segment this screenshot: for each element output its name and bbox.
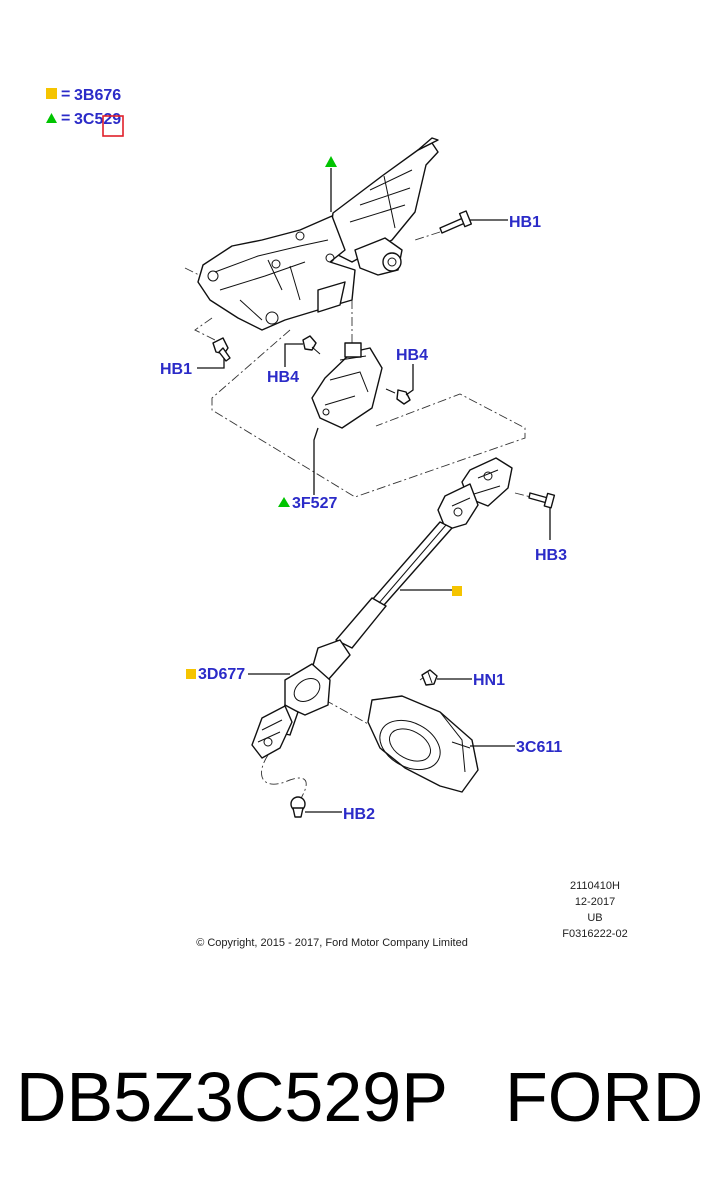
column-marker xyxy=(325,156,337,212)
upper-column-assembly xyxy=(197,137,439,331)
yellow-square-icon xyxy=(186,669,196,679)
screw-hb4-left xyxy=(284,335,321,367)
green-triangle-icon xyxy=(46,113,57,123)
callout-hb1-left: HB1 xyxy=(160,361,192,378)
callout-3f527: 3F527 xyxy=(292,495,337,512)
callout-hb1-top: HB1 xyxy=(509,214,541,231)
drawing-region: UB xyxy=(587,912,602,924)
yellow-square-icon xyxy=(46,88,57,99)
legend-code-triangle: 3C529 xyxy=(74,111,121,128)
bolt-hb2 xyxy=(290,796,342,818)
copyright-text: © Copyright, 2015 - 2017, Ford Motor Com… xyxy=(196,937,468,949)
bolt-hb1-top xyxy=(439,210,508,234)
dash-boot-3c611 xyxy=(367,695,515,793)
callout-hb3: HB3 xyxy=(535,547,567,564)
legend-equals: = xyxy=(61,110,70,127)
legend-equals: = xyxy=(61,86,70,103)
nut-hn1 xyxy=(421,669,472,686)
lock-module-3f527 xyxy=(311,342,383,495)
callout-hb4-right: HB4 xyxy=(396,347,428,364)
callout-hb2: HB2 xyxy=(343,806,375,823)
drawing-date: 12-2017 xyxy=(575,896,615,908)
part-number-text: DB5Z3C529P xyxy=(16,1058,448,1136)
green-triangle-icon xyxy=(278,497,290,507)
callout-hn1: HN1 xyxy=(473,672,505,689)
yellow-square-icon xyxy=(452,586,462,596)
drawing-info-block: 2110410H 12-2017 UB F0316222-02 xyxy=(562,880,627,940)
callout-3d677: 3D677 xyxy=(198,666,245,683)
callout-hb4-left: HB4 xyxy=(267,369,299,386)
drawing-number: 2110410H xyxy=(570,880,620,892)
brand-text: FORD xyxy=(505,1058,704,1136)
callout-3c611: 3C611 xyxy=(516,739,562,756)
bolt-hb1-left xyxy=(197,337,231,369)
green-triangle-icon xyxy=(325,156,337,167)
red-highlight-box xyxy=(102,115,124,137)
drawing-reference: F0316222-02 xyxy=(562,928,627,940)
legend: = 3B676 = 3C529 xyxy=(46,86,124,137)
intermediate-shaft xyxy=(248,457,513,759)
screw-hb4-right xyxy=(385,364,414,405)
legend-code-square: 3B676 xyxy=(74,87,121,104)
bolt-hb3 xyxy=(528,492,556,540)
